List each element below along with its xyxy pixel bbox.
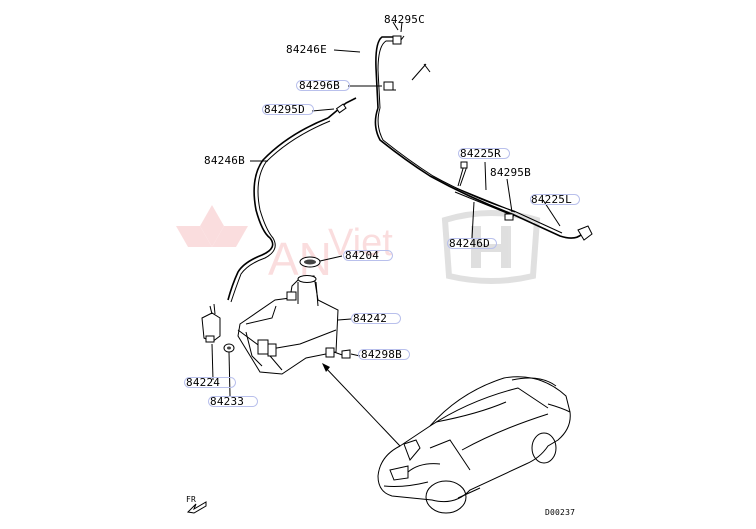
joint-84295d [335,103,347,114]
front-marker-label: FR [186,495,197,504]
label-outline [262,104,314,115]
label-outline [296,80,350,91]
label-outline [184,377,236,388]
label-outline [351,313,401,324]
hose-long-right [374,107,583,239]
figure-code: D00237 [545,508,576,517]
label-outline [208,396,258,407]
joint-84295c [392,35,402,45]
leader-lines [211,21,561,397]
label-84224: 84224 [186,376,221,389]
label-84298b: 84298B [361,348,402,361]
bolt-84298b [325,347,351,359]
label-84295b: 84295B [490,166,531,179]
nozzle-84225l [577,225,593,241]
label-84246b: 84246B [204,154,245,167]
washer-tank-84242 [237,275,339,375]
label-outline [358,349,410,360]
car-outline [377,376,571,514]
nozzle-84225r [460,161,468,169]
label-84225l: 84225L [531,193,572,206]
label-84246e: 84246E [286,43,327,56]
label-84296b: 84296B [299,79,340,92]
locator-arrow [323,365,401,447]
label-outline [447,238,497,249]
clip-84296b [383,81,394,91]
pump-84224 [201,303,221,343]
label-84295d: 84295D [264,103,305,116]
label-84242: 84242 [353,312,388,325]
label-outline [458,148,510,159]
label-84246d: 84246D [449,237,490,250]
label-outline [530,194,580,205]
front-arrow-icon [186,501,207,514]
label-84233: 84233 [210,395,245,408]
label-84295c: 84295C [384,13,425,26]
hose-84246e [375,36,393,109]
joint-84295b [504,213,514,221]
hose-84246b [227,117,329,301]
label-84204: 84204 [345,249,380,262]
label-84225r: 84225R [460,147,501,160]
red-diamond-logo [176,205,248,247]
label-outline [343,250,393,261]
